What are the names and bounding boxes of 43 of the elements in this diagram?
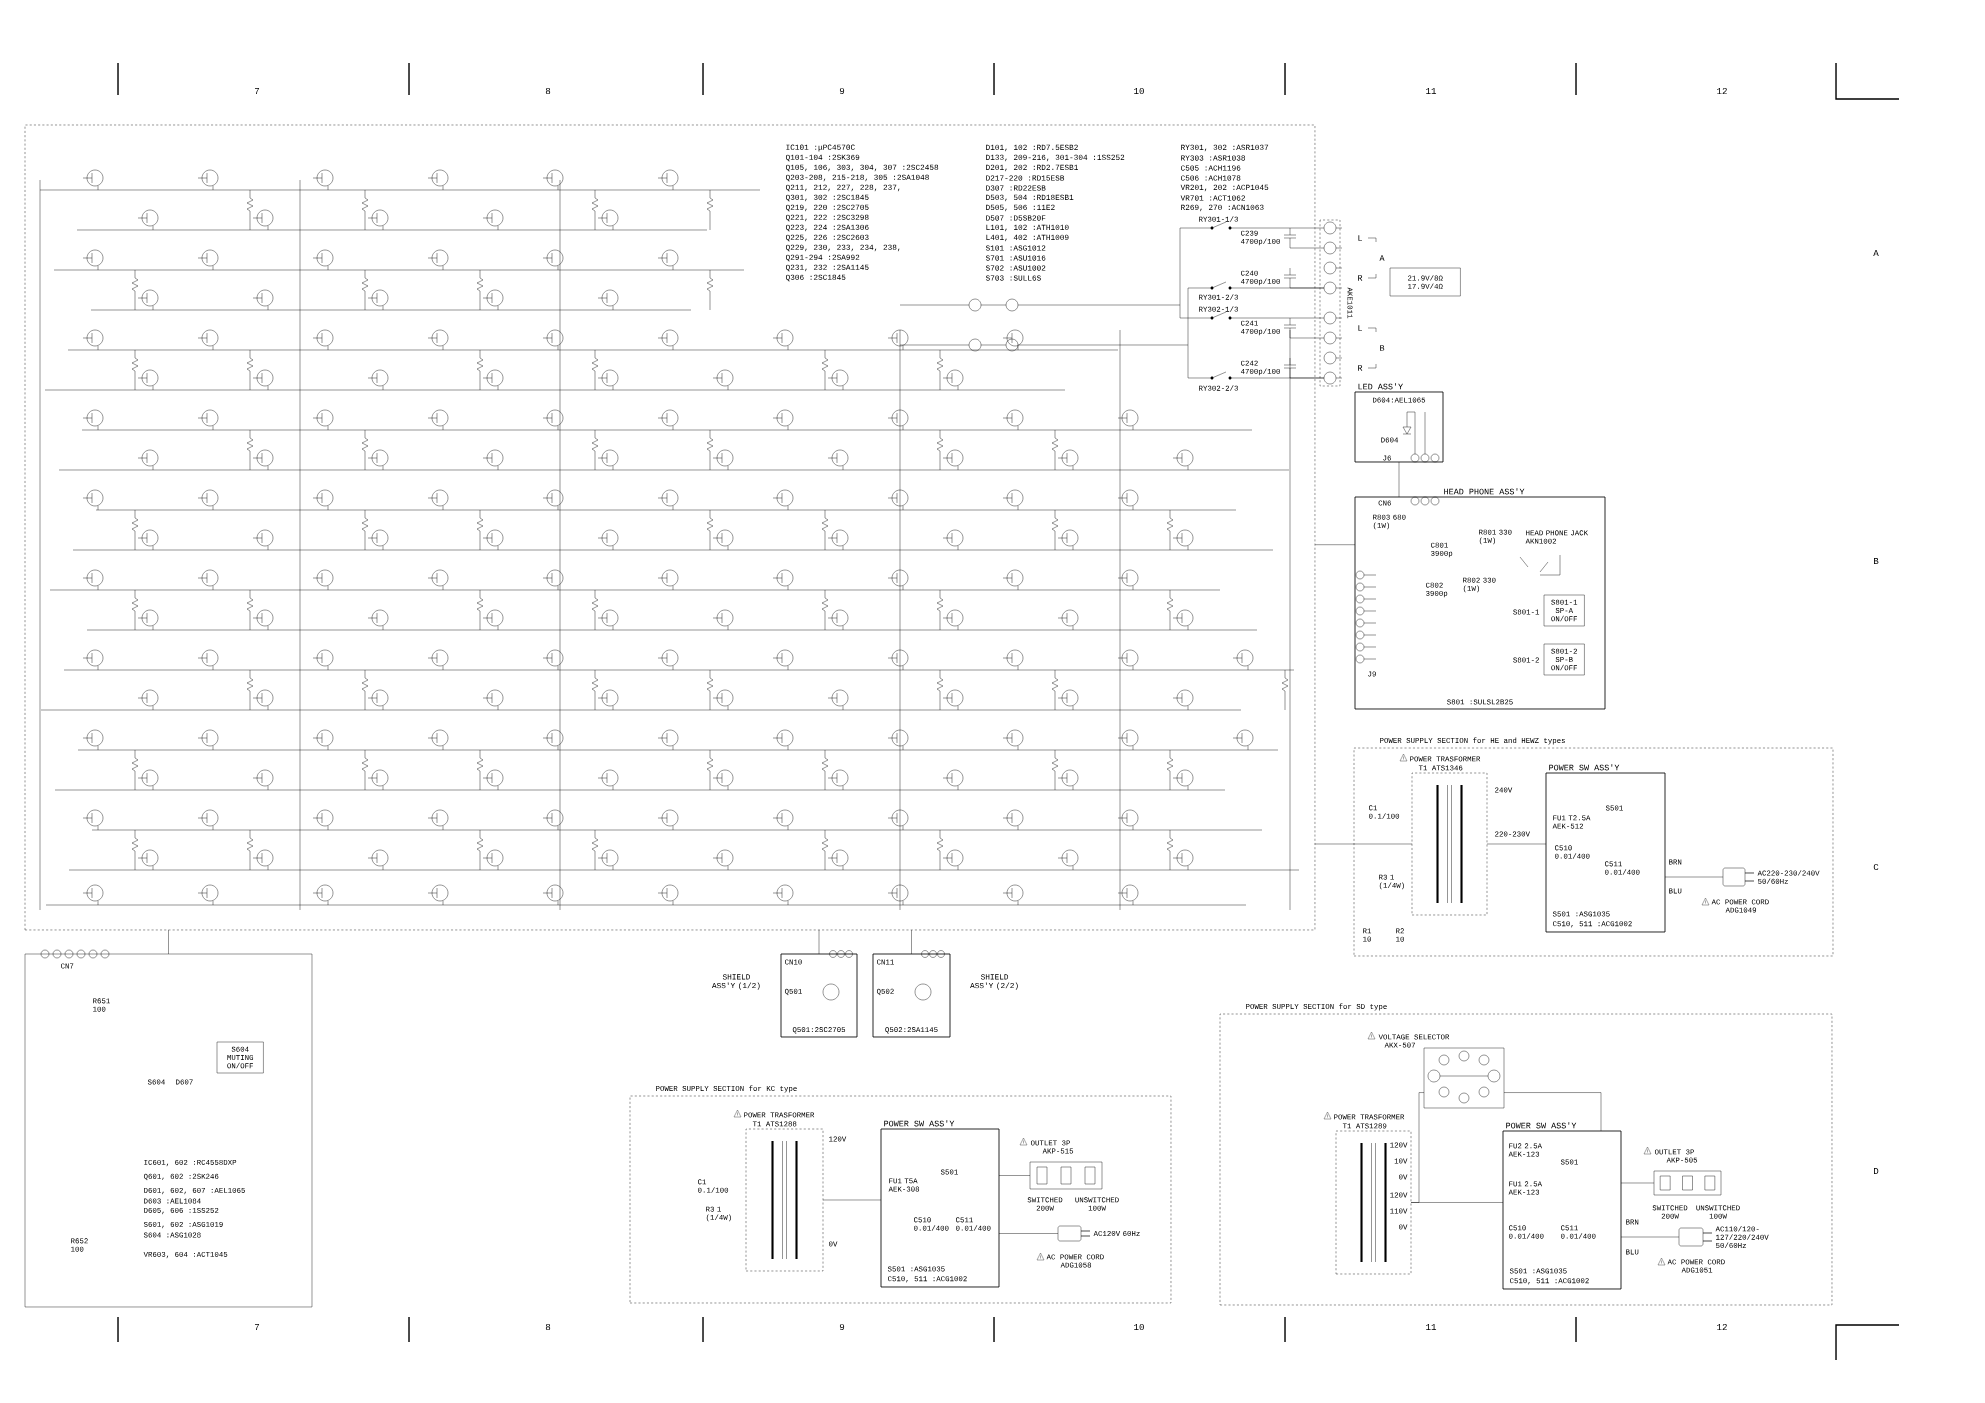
terminal-label: R [1358, 275, 1363, 281]
wire [822, 1199, 882, 1201]
wire [911, 929, 912, 955]
wire [168, 929, 169, 955]
grid-number: 7 [254, 88, 260, 94]
grid-number: 7 [254, 1324, 260, 1330]
grid-number: 12 [1717, 1323, 1727, 1331]
grid-letter: A [1873, 250, 1879, 256]
terminal-label: L [1358, 325, 1362, 331]
node-label: LED ASS'Y [1358, 383, 1403, 390]
terminal-label: A [1379, 255, 1385, 261]
wire [998, 1233, 1059, 1234]
wire [1486, 843, 1547, 845]
grid-letter: B [1874, 558, 1879, 564]
wire [1503, 1092, 1602, 1132]
grid-number: 12 [1717, 87, 1727, 95]
grid-letter: D [1874, 1168, 1879, 1174]
grid-number: 8 [545, 87, 551, 95]
grid-number: 10 [1134, 87, 1144, 95]
node-label: HEAD PHONE ASS'Y [1444, 488, 1525, 495]
grid-number: 8 [545, 1323, 551, 1331]
grid-number: 10 [1134, 1323, 1144, 1331]
node-label: POWER SW ASS'Y [1549, 764, 1620, 771]
wire [818, 929, 820, 955]
wire [1620, 1236, 1680, 1238]
grid-number: 9 [839, 87, 845, 95]
terminal-label: L [1358, 235, 1362, 241]
wire [998, 1175, 1031, 1176]
wire [1314, 544, 1356, 545]
grid-number: 9 [839, 1323, 845, 1331]
circuit-board-outline [24, 949, 313, 1308]
grid-number: 11 [1426, 1324, 1437, 1330]
wire [1314, 843, 1413, 845]
wire [1398, 461, 1400, 498]
node-label: POWER SW ASS'Y [1506, 1122, 1577, 1129]
node-label: POWER SW ASS'Y [884, 1120, 955, 1127]
terminal-label: B [1380, 345, 1385, 351]
terminal-label: R [1358, 365, 1363, 371]
grid-number: 11 [1426, 88, 1437, 94]
wire [1620, 1182, 1655, 1184]
grid-letter: C [1873, 863, 1879, 871]
wire [1410, 1202, 1504, 1203]
wire [1664, 876, 1724, 878]
